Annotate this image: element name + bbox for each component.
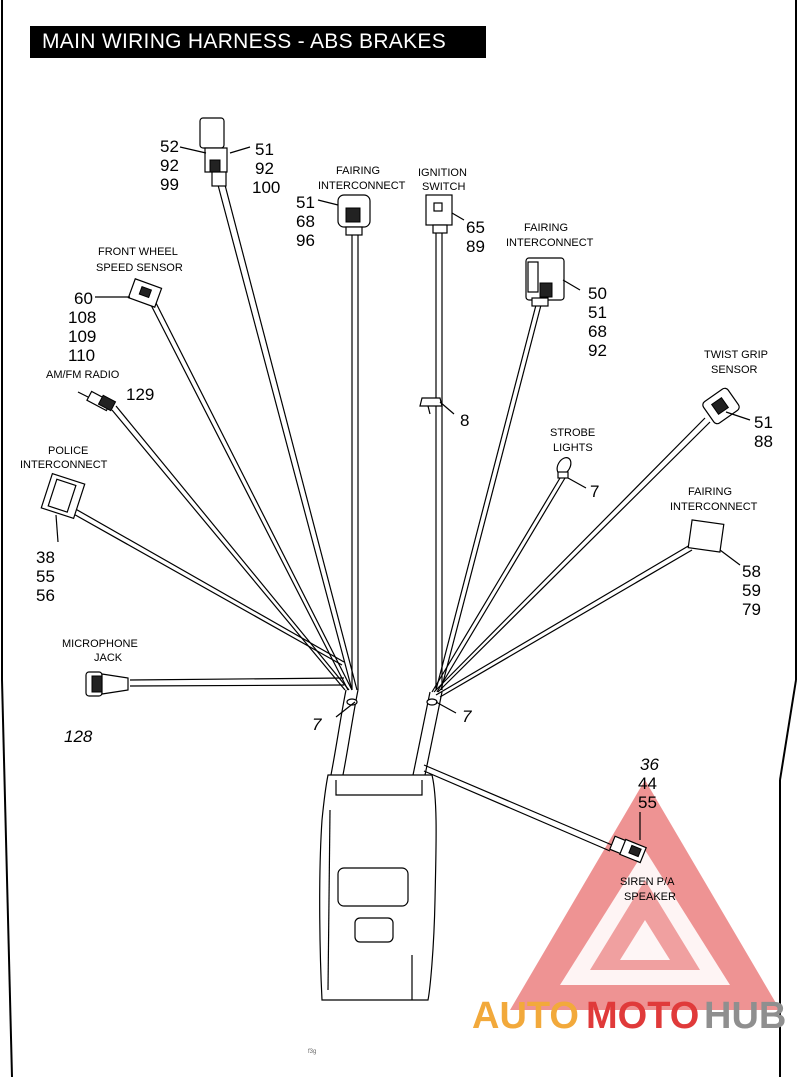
am-fm-radio-ref: 129: [126, 385, 154, 404]
fairing-interconnect-2-connector: [525, 257, 565, 307]
siren-pa-speaker-ref-2: 44: [638, 774, 657, 793]
strobe-lights-connector: [556, 457, 572, 479]
fairing-interconnect-1-ref-2: 68: [296, 212, 315, 231]
strobe-lights-label-1: STROBE: [550, 427, 595, 439]
fairing-interconnect-1-ref-1: 51: [296, 193, 315, 212]
diagram-title: MAIN WIRING HARNESS - ABS BRAKES: [30, 26, 486, 58]
fairing-interconnect-3-ref-2: 59: [742, 581, 761, 600]
fairing-interconnect-1-ref-3: 96: [296, 231, 315, 250]
police-interconnect-label-1: POLICE: [48, 445, 88, 457]
fairing-interconnect-2-ref-1: 50: [588, 284, 607, 303]
top-connector-right-ref-1: 51: [255, 140, 274, 159]
right-cable-tie-ref: 7: [462, 707, 472, 726]
fairing-interconnect-3-connector: [687, 519, 725, 553]
twist-grip-sensor-label-1: TWIST GRIP: [704, 349, 768, 361]
twist-grip-sensor-ref-1: 51: [754, 413, 773, 432]
am-fm-radio-label: AM/FM RADIO: [46, 369, 120, 381]
cable-ties: [346, 698, 438, 706]
front-wheel-speed-sensor-label-1: FRONT WHEEL: [98, 246, 178, 258]
left-cable-tie-ref: 7: [312, 715, 322, 734]
microphone-jack-ref: 128: [64, 727, 93, 746]
watermark-text-auto: AUTO: [472, 995, 579, 1037]
watermark-text-hub: HUB: [704, 995, 786, 1037]
harness-body: [319, 774, 437, 1001]
twist-grip-sensor-ref-2: 88: [754, 432, 773, 451]
siren-pa-speaker-ref-1: 36: [640, 755, 659, 774]
top-connector-left-ref-1: 52: [160, 137, 179, 156]
front-wheel-speed-sensor-ref-1: 60: [74, 289, 93, 308]
front-wheel-speed-sensor-ref-3: 109: [68, 327, 96, 346]
ignition-switch-label-1: IGNITION: [418, 167, 467, 179]
police-interconnect-ref-2: 55: [36, 567, 55, 586]
strobe-lights-label-2: LIGHTS: [553, 442, 593, 454]
top-connector-left-ref-3: 99: [160, 175, 179, 194]
fairing-interconnect-3-label-1: FAIRING: [688, 486, 732, 498]
microphone-jack-label-1: MICROPHONE: [62, 638, 138, 650]
siren-pa-speaker-label-1: SIREN P/A: [620, 876, 675, 888]
police-interconnect-ref-3: 56: [36, 586, 55, 605]
fairing-interconnect-1-label-2: INTERCONNECT: [318, 180, 406, 192]
fairing-interconnect-2-label-1: FAIRING: [524, 222, 568, 234]
fairing-interconnect-3-label-2: INTERCONNECT: [670, 501, 758, 513]
microphone-jack-connector: [85, 671, 129, 697]
harness-clip: [419, 397, 443, 415]
ignition-switch-ref-2: 89: [466, 237, 485, 256]
police-interconnect-ref-1: 38: [36, 548, 55, 567]
fairing-interconnect-2-label-2: INTERCONNECT: [506, 237, 594, 249]
front-wheel-speed-sensor-connector: [127, 278, 163, 308]
ignition-switch-connector: [425, 194, 453, 234]
police-interconnect-label-2: INTERCONNECT: [20, 459, 108, 471]
ignition-switch-ref-1: 65: [466, 218, 485, 237]
footer-code: f3g: [308, 1049, 316, 1055]
top-connector: [199, 117, 228, 187]
siren-pa-speaker-connector: [609, 835, 647, 864]
police-interconnect-connector: [40, 472, 86, 520]
fairing-interconnect-2-ref-2: 51: [588, 303, 607, 322]
strobe-lights-ref: 7: [590, 482, 599, 501]
fairing-interconnect-3-ref-3: 79: [742, 600, 761, 619]
microphone-jack-label-2: JACK: [94, 652, 123, 664]
fairing-interconnect-1-label-1: FAIRING: [336, 165, 380, 177]
top-connector-right-ref-3: 100: [252, 178, 280, 197]
fairing-interconnect-2-ref-3: 68: [588, 322, 607, 341]
leader-lines: [55, 146, 751, 840]
twist-grip-sensor-connector: [702, 387, 740, 425]
front-wheel-speed-sensor-ref-2: 108: [68, 308, 96, 327]
am-fm-radio-connector: [77, 390, 117, 412]
harness-clip-ref: 8: [460, 411, 469, 430]
twist-grip-sensor-label-2: SENSOR: [711, 364, 758, 376]
watermark-text-moto: MOTO: [586, 995, 699, 1037]
siren-pa-speaker-label-2: SPEAKER: [624, 891, 676, 903]
top-connector-right-ref-2: 92: [255, 159, 274, 178]
fairing-interconnect-2-ref-4: 92: [588, 341, 607, 360]
fairing-interconnect-1-connector: [337, 194, 371, 236]
front-wheel-speed-sensor-ref-4: 110: [68, 346, 95, 365]
ignition-switch-label-2: SWITCH: [422, 181, 465, 193]
siren-pa-speaker-ref-3: 55: [638, 793, 657, 812]
top-connector-left-ref-2: 92: [160, 156, 179, 175]
harness-wires: [69, 184, 711, 852]
fairing-interconnect-3-ref-1: 58: [742, 562, 761, 581]
front-wheel-speed-sensor-label-2: SPEED SENSOR: [96, 262, 183, 274]
watermark-logo: AUTO MOTO HUB: [472, 780, 786, 1037]
